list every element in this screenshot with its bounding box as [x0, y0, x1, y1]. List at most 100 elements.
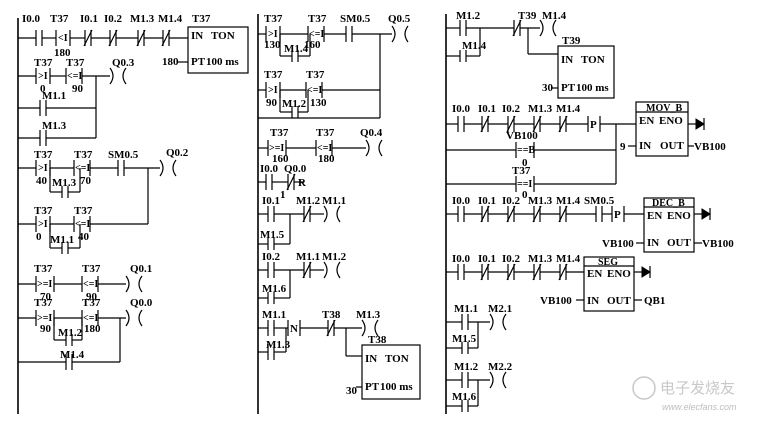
svg-text:I0.2: I0.2 [502, 195, 521, 207]
coil-label: Q0.3 [112, 57, 135, 69]
svg-text:T37: T37 [270, 127, 289, 139]
svg-text:PT: PT [561, 82, 576, 94]
svg-text:M1.4: M1.4 [60, 349, 85, 361]
svg-text:180: 180 [318, 153, 335, 165]
svg-text:>I: >I [268, 85, 278, 96]
coil-label: M2.1 [488, 303, 512, 315]
svg-text:I0.1: I0.1 [262, 195, 280, 207]
svg-text:M1.2: M1.2 [296, 195, 321, 207]
rung-12: M1.2 T39 M1.4 M1.4 T39 IN TON PT 100 ms … [446, 10, 615, 99]
svg-text:I0.0: I0.0 [452, 103, 471, 115]
rung-1: <I I0.0 T37 I0.1 I0.2 M1.3 M1.4 180 T37 … [18, 13, 249, 74]
svg-text:M1.4: M1.4 [462, 40, 487, 52]
positive-edge: P [590, 119, 597, 131]
column-1: <I I0.0 T37 I0.1 I0.2 M1.3 M1.4 180 T37 … [17, 13, 249, 414]
rung-2: >I <=I T37 T37 0 90 Q0.3 M1.1 M1.3 [18, 57, 135, 146]
timer-preset: 180 [162, 56, 179, 68]
svg-text:M1.5: M1.5 [452, 333, 477, 345]
svg-text:M1.2: M1.2 [456, 10, 481, 22]
coil-label: M2.2 [488, 361, 513, 373]
svg-text:VB100: VB100 [602, 238, 634, 250]
timer-box [361, 344, 421, 400]
svg-text:M1.1: M1.1 [454, 303, 478, 315]
svg-text:100 ms: 100 ms [380, 381, 413, 393]
svg-text:>=I: >=I [269, 143, 284, 154]
svg-text:<=I: <=I [83, 279, 98, 290]
mov-b-box [635, 101, 689, 157]
svg-text:T37: T37 [82, 263, 101, 275]
contact-label: I0.1 [80, 13, 98, 25]
svg-text:40: 40 [36, 175, 48, 187]
svg-text:>=I: >=I [37, 313, 52, 324]
rung-11: N M1.1 T38 M1.3 M1.3 T38 IN TON PT 100 m… [258, 309, 421, 400]
svg-text:电子发烧友: 电子发烧友 [660, 380, 735, 397]
svg-text:M1.3: M1.3 [528, 195, 553, 207]
svg-text:OUT: OUT [607, 295, 632, 307]
svg-text:T37: T37 [34, 205, 53, 217]
svg-text:M1.2: M1.2 [454, 361, 479, 373]
svg-text:<=I: <=I [83, 313, 98, 324]
svg-text:<=I: <=I [67, 71, 82, 82]
timer-in: IN [191, 30, 203, 42]
svg-text:T37: T37 [34, 297, 53, 309]
timer-name: T37 [192, 13, 211, 25]
svg-text:M1.4: M1.4 [556, 103, 581, 115]
svg-text:T37: T37 [34, 263, 53, 275]
rung-3: >I <=I T37 T37 SM0.5 Q0.2 40 70 M1.3 >I … [18, 147, 189, 254]
svg-text:90: 90 [86, 291, 98, 303]
svg-text:IN: IN [365, 353, 377, 365]
svg-text:>I: >I [38, 71, 48, 82]
svg-text:VB100: VB100 [694, 141, 726, 153]
svg-text:ENO: ENO [607, 268, 631, 280]
svg-text:ENO: ENO [659, 115, 683, 127]
svg-text:>I: >I [38, 219, 48, 230]
contact-label: T37 [50, 13, 69, 25]
svg-text:I0.1: I0.1 [478, 253, 496, 265]
rung-13: P I0.0 I0.1 I0.2 M1.3 M1.4 ==B VB100 0 =… [446, 101, 726, 201]
rung-7: >=I <=I T37 T37 Q0.4 160 180 [258, 127, 383, 165]
svg-text:Q0.0: Q0.0 [284, 163, 307, 175]
rung-15: I0.0 I0.1 I0.2 M1.3 M1.4 SEG EN ENO IN O… [446, 253, 665, 312]
svg-text:==B: ==B [517, 145, 535, 156]
svg-text:100 ms: 100 ms [576, 82, 609, 94]
coil-label: Q0.2 [166, 147, 189, 159]
contact-label: I0.2 [104, 13, 123, 25]
svg-text:0: 0 [522, 157, 528, 169]
svg-text:0: 0 [40, 83, 46, 95]
negative-edge: N [290, 323, 298, 335]
svg-text:>I: >I [38, 163, 48, 174]
svg-text:>I: >I [268, 29, 278, 40]
rung-10: I0.2 M1.1 M1.2 M1.6 [258, 251, 347, 304]
svg-text:M1.1: M1.1 [296, 251, 320, 263]
svg-text:T37: T37 [264, 69, 283, 81]
svg-text:160: 160 [304, 39, 321, 51]
svg-text:T37: T37 [74, 149, 93, 161]
coil-label: Q0.1 [130, 263, 152, 275]
svg-text:I0.0: I0.0 [452, 253, 471, 265]
compare-operator: <I [58, 33, 68, 44]
svg-text:90: 90 [40, 323, 52, 335]
svg-text:M1.4: M1.4 [556, 195, 581, 207]
timer-name: T39 [562, 35, 581, 47]
svg-text:VB100: VB100 [702, 238, 734, 250]
svg-text:40: 40 [78, 231, 90, 243]
svg-text:I0.2: I0.2 [262, 251, 281, 263]
column-3: M1.2 T39 M1.4 M1.4 T39 IN TON PT 100 ms … [445, 10, 734, 414]
svg-text:I0.2: I0.2 [502, 253, 521, 265]
svg-text:0: 0 [522, 189, 528, 201]
svg-text:T37: T37 [316, 127, 335, 139]
svg-text:IN: IN [639, 140, 651, 152]
svg-text:9: 9 [620, 141, 626, 153]
svg-text:M1.6: M1.6 [262, 283, 287, 295]
svg-text:130: 130 [264, 39, 281, 51]
svg-text:OUT: OUT [667, 237, 692, 249]
column-2: >I <=I T37 T37 SM0.5 Q0.5 130 160 M1.4 >… [257, 13, 421, 414]
svg-text:ENO: ENO [667, 210, 691, 222]
svg-text:T37: T37 [264, 13, 283, 25]
svg-text:T38: T38 [322, 309, 341, 321]
rung-17: M1.2 M2.2 M1.6 [446, 361, 513, 412]
svg-text:EN: EN [639, 115, 654, 127]
contact-label: I0.0 [22, 13, 41, 25]
svg-text:QB1: QB1 [644, 295, 665, 307]
